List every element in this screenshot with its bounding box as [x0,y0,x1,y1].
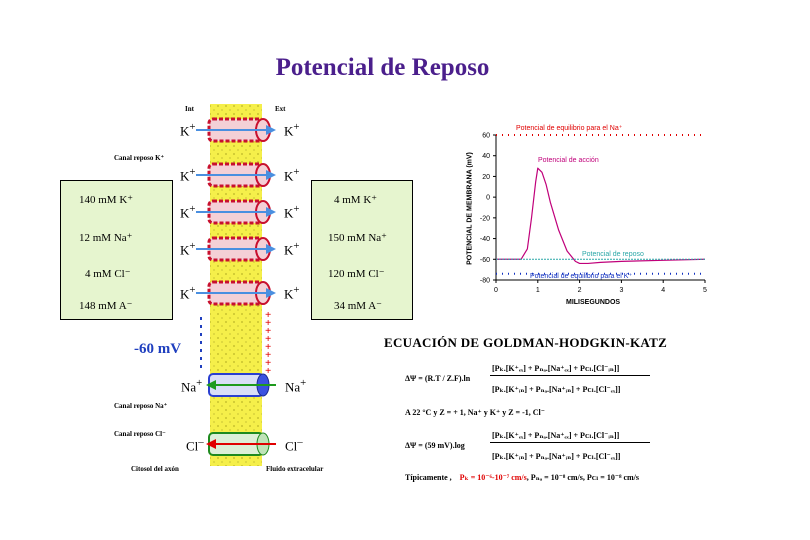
typical-values: Típicamente , Pₖ = 10⁻⁶-10⁻⁷ cm/s, Pₙₐ =… [405,473,640,482]
plus-charge: + [265,317,272,329]
plus-charge: + [265,325,272,337]
ext-conc-a: 34 mM A⁻ [334,300,382,312]
k-ion-in: K+ [180,203,196,221]
k-channel [196,199,276,225]
equation-title: ECUACIÓN DE GOLDMAN-HODGKIN-KATZ [384,335,668,350]
cl-channel [206,432,276,456]
intracellular-box: 140 mM K⁺ 12 mM Na⁺ 4 mM Cl⁻ 148 mM A⁻ [60,180,173,320]
k-channel [196,162,276,188]
equation1-denominator: [Pₖ.[K⁺ᵢₙ] + Pₙₐ.[Na⁺ᵢₙ] + Pᴄₗ.[Cl⁻ₑₓ]] [492,385,621,394]
int-label: Int [185,105,194,113]
k-channel [196,280,276,306]
k-ion-out: K+ [284,240,300,258]
extracellular-label: Fluido extracelular [266,465,324,473]
y-tick-label: 40 [482,153,490,160]
na-ion-in: Na+ [181,377,203,395]
k-channels [196,117,276,306]
k-channel [196,236,276,262]
equation2-fraction-bar [490,442,650,443]
int-conc-cl: 4 mM Cl⁻ [85,268,131,280]
equation1-numerator: [Pₖ.[K⁺ₑₓ] + Pₙₐ.[Na⁺ₑₓ] + Pᴄₗ.[Cl⁻ᵢₙ]] [492,364,620,373]
chart-lines [496,134,706,275]
voltage-label: -60 mV [134,341,182,357]
x-tick-label: 0 [494,287,498,294]
k-ion-out: K+ [284,166,300,184]
cl-ion-in: Cl– [186,436,204,454]
ext-conc-na: 150 mM Na⁺ [328,232,387,244]
ext-conc-cl: 120 mM Cl⁻ [328,268,385,280]
equation2-lhs: ΔΨ = (59 mV).log [405,441,465,450]
label-na-equilibrium: Potencial de equilibrio para el Na⁺ [516,125,623,132]
typical-pk: Pₖ = 10⁻⁶-10⁻⁷ cm/s [459,473,527,482]
na-ion-out: Na+ [285,377,307,395]
y-tick-label: -60 [480,257,490,264]
plus-charge: + [265,365,272,377]
int-conc-a: 148 mM A⁻ [79,300,133,312]
plus-charge: + [265,309,272,321]
k-channel-label: Canal reposo K⁺ [114,154,165,162]
k-ion-in: K+ [180,166,196,184]
k-ion-in: K+ [180,121,196,139]
na-channel-label: Canal reposo Na⁺ [114,402,168,410]
int-conc-k: 140 mM K⁺ [79,194,134,206]
k-ion-out: K+ [284,203,300,221]
k-ion-in: K+ [180,284,196,302]
series-line [496,167,706,265]
x-tick-label: 4 [661,287,665,294]
y-tick-label: 20 [482,174,490,181]
x-tick-label: 3 [619,287,623,294]
ext-conc-k: 4 mM K⁺ [334,194,378,206]
equation-conditions: A 22 °C y Z = + 1, Na⁺ y K⁺ y Z = -1, Cl… [405,408,545,417]
x-tick-label: 2 [578,287,582,294]
k-ion-out: K+ [284,284,300,302]
equation1-fraction-bar [490,375,650,376]
chart-axes: 60 40 20 0 -20 -40 -60 -80 0 1 2 3 4 5 [480,133,707,295]
ext-label: Ext [275,105,286,113]
y-tick-label: -20 [480,215,490,222]
label-k-equilibrium: Potencial de equilibrio para el K⁺ [530,273,633,280]
plus-charge: + [265,341,272,353]
y-tick-label: 60 [482,133,490,140]
extracellular-box: 4 mM K⁺ 150 mM Na⁺ 120 mM Cl⁻ 34 mM A⁻ [311,180,413,320]
x-tick-label: 5 [703,287,707,294]
plus-charge: + [265,349,272,361]
int-conc-na: 12 mM Na⁺ [79,232,133,244]
y-tick-label: -80 [480,278,490,285]
equation1-lhs: ΔΨ = (R.T / Z.F).ln [405,374,471,383]
plus-charge: + [265,357,272,369]
x-tick-label: 1 [536,287,540,294]
chart-ylabel: POTENCIAL DE MEMBRANA (mV) [466,152,474,265]
label-resting-potential: Potencial de reposo [582,251,644,258]
k-ion-in: K+ [180,240,196,258]
equation2-denominator: [Pₖ.[K⁺ᵢₙ] + Pₙₐ.[Na⁺ᵢₙ] + Pᴄₗ.[Cl⁻ₑₓ]] [492,452,621,461]
membrane-plus-charges: ++++++++ [265,309,275,377]
page-title: Potencial de Reposo [275,54,490,81]
na-channel [206,373,276,397]
k-channel [196,117,276,143]
y-tick-label: -40 [480,236,490,243]
plus-charge: + [265,333,272,345]
y-tick-label: 0 [486,195,490,202]
chart-xlabel: MILISEGUNDOS [566,299,621,306]
cl-channel-label: Canal reposo Cl⁻ [114,430,166,438]
k-ion-out: K+ [284,121,300,139]
cytosol-label: Citosol del axón [131,465,179,473]
equation2-numerator: [Pₖ.[K⁺ₑₓ] + Pₙₐ.[Na⁺ₑₓ] + Pᴄₗ.[Cl⁻ᵢₙ]] [492,431,620,440]
label-action-potential: Potencial de acción [538,157,599,164]
cl-ion-out: Cl– [285,436,303,454]
